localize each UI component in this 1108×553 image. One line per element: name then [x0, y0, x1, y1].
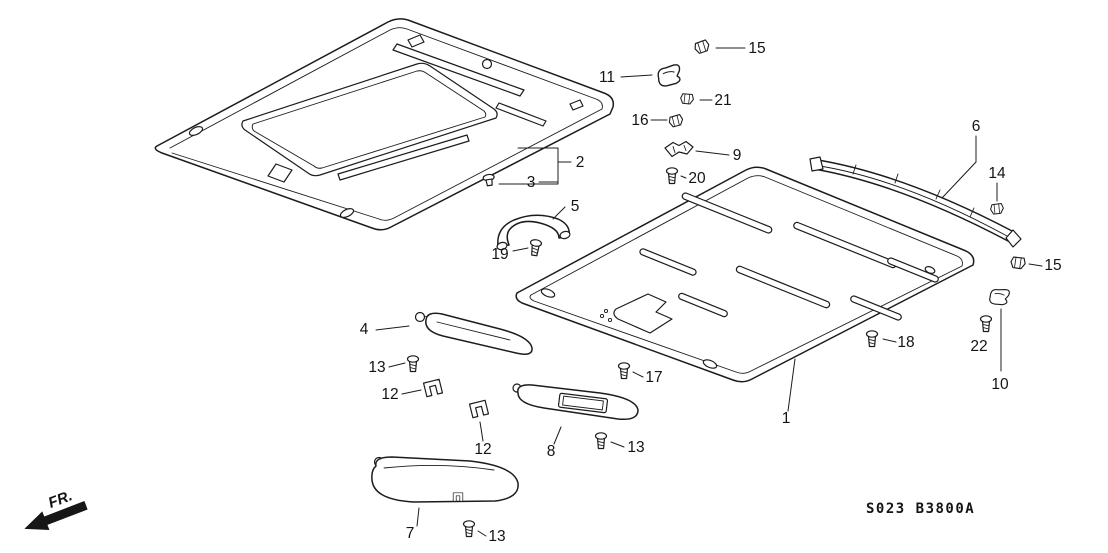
callout-22: 22 [970, 338, 987, 355]
callout-5: 5 [571, 198, 580, 215]
callout-15-right: 15 [1044, 257, 1061, 274]
callout-4: 4 [360, 321, 369, 338]
callout-18: 18 [897, 334, 914, 351]
callout-8: 8 [547, 443, 556, 460]
leader-lines [375, 47, 1043, 537]
callout-6: 6 [972, 118, 981, 135]
screw-13-mid-glyph [594, 432, 608, 450]
callout-7: 7 [406, 525, 415, 542]
callout-20: 20 [688, 170, 706, 187]
callout-13-left: 13 [368, 359, 385, 376]
callout-12-mid: 12 [474, 441, 491, 458]
sunroof-headliner-panel-shape [154, 18, 615, 231]
grab-handle-shape [496, 214, 571, 251]
hook-10-glyph [987, 284, 1012, 309]
screw-13-bottom-glyph [462, 520, 476, 538]
sun-visor-shape [371, 456, 519, 503]
callout-14: 14 [988, 165, 1006, 182]
callout-10: 10 [991, 376, 1009, 393]
holder-12-mid-glyph [468, 399, 490, 419]
callout-17: 17 [645, 369, 662, 386]
screw-22-glyph [979, 315, 993, 333]
screw-20-glyph [665, 167, 679, 185]
callout-12-left: 12 [381, 386, 398, 403]
callout-13-mid: 13 [627, 439, 644, 456]
fr-direction-marker: FR. [24, 487, 88, 530]
diagram-code: S023 B3800A [866, 501, 975, 517]
holder-12-left-glyph [422, 378, 444, 398]
callout-13-bottom: 13 [488, 528, 505, 545]
callout-19: 19 [491, 246, 508, 263]
callout-11: 11 [599, 69, 615, 86]
clip-9-glyph [664, 140, 694, 158]
callout-15-top: 15 [748, 40, 765, 57]
clip-15-top-glyph [693, 38, 711, 55]
callout-2: 2 [576, 154, 585, 171]
screw-18-glyph [865, 330, 879, 348]
sun-visor-mirror-shape [512, 383, 639, 421]
roof-rail-molding-shape [809, 156, 1022, 248]
clip-16-glyph [667, 113, 684, 128]
screw-13-left-glyph [406, 355, 420, 373]
clip-14-glyph [990, 202, 1004, 215]
screw-19-glyph [528, 238, 543, 257]
callouts: 15 11 21 16 9 20 2 3 5 19 6 14 15 22 10 … [360, 40, 1062, 545]
clip-15-right-glyph [1009, 254, 1027, 271]
callout-3: 3 [527, 174, 536, 191]
screw-17-glyph [617, 362, 631, 380]
callout-16: 16 [631, 112, 648, 129]
bracket-11-glyph [657, 64, 681, 87]
headliner-panel-shape [515, 166, 975, 383]
callout-21: 21 [714, 92, 731, 109]
clip-21-glyph [679, 91, 695, 106]
plug-3-glyph [482, 173, 496, 187]
sun-visor-holder-shape [414, 311, 533, 355]
callout-9: 9 [733, 147, 742, 164]
callout-1: 1 [782, 410, 791, 427]
fr-arrow-icon [24, 501, 88, 530]
